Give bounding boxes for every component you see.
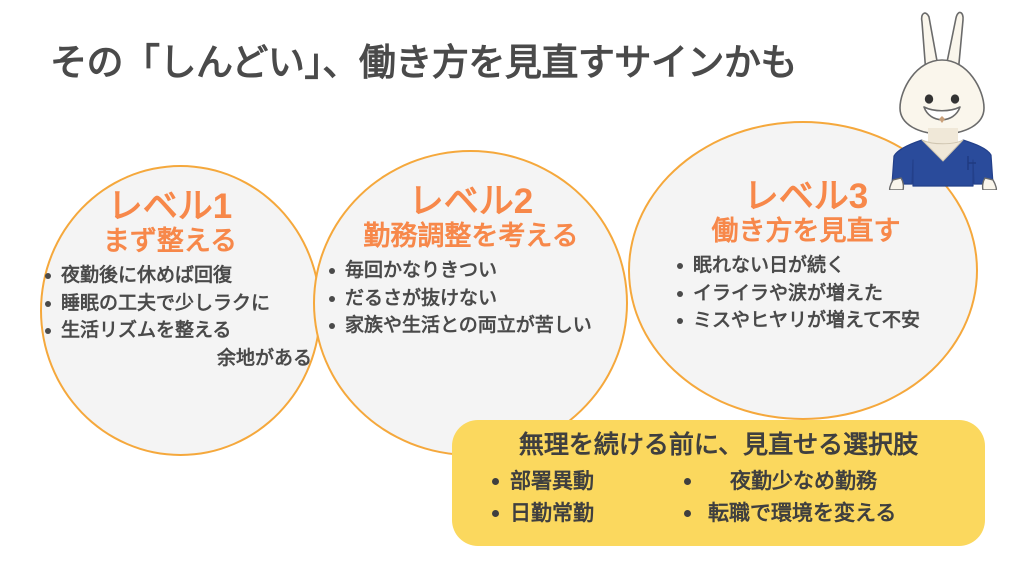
options-column-right: 夜勤少なめ勤務 転職で環境を変える — [674, 466, 964, 530]
level-2-heading: レベル2 — [408, 182, 534, 221]
level-1-subheading: まず整える — [102, 226, 238, 257]
rabbit-vneck — [921, 139, 964, 162]
level-2-subheading: 勤務調整を考える — [363, 221, 579, 252]
bullet-text: 家族や生活との両立が苦しい — [345, 315, 592, 337]
list-item: 眠れない日が続く — [674, 252, 980, 280]
options-box-title: 無理を続ける前に、見直せる選択肢 — [518, 431, 919, 459]
rabbit-left-paw — [888, 177, 905, 190]
list-item: イライラや涙が増えた — [674, 280, 980, 308]
level-3-content: レベル3 働き方を見直す 眠れない日が続く イライラや涙が増えた ミスやヒヤリが… — [632, 178, 980, 335]
bullet-text: 眠れない日が続く — [693, 255, 846, 277]
option-text: 部署異動 — [510, 470, 594, 493]
list-item: 睡眠の工夫で少しラクに — [42, 290, 320, 318]
bullet-text: 夜勤後に休めば回復 — [61, 265, 233, 287]
level-3-bullet-list: 眠れない日が続く イライラや涙が増えた ミスやヒヤリが増えて不安 — [674, 252, 980, 335]
rabbit-neck — [928, 128, 958, 144]
rabbit-pocket — [967, 156, 976, 170]
level-1-heading: レベル1 — [107, 187, 233, 226]
list-item: 夜勤少なめ勤務 — [674, 466, 964, 498]
list-item: 生活リズムを整える 余地がある — [42, 317, 320, 372]
list-item: だるさが抜けない — [326, 285, 630, 313]
bullet-text: イライラや涙が増えた — [693, 282, 884, 304]
bullet-text: 毎回かなりきつい — [345, 260, 498, 282]
bullet-text: 睡眠の工夫で少しラクに — [61, 292, 271, 314]
level-3-subheading: 働き方を見直す — [711, 216, 901, 247]
list-item: 日勤常勤 — [486, 498, 674, 530]
options-column-left: 部署異動 日勤常勤 — [486, 466, 674, 530]
list-item: 部署異動 — [486, 466, 674, 498]
options-grid: 部署異動 日勤常勤 夜勤少なめ勤務 転職で環境を変える — [452, 466, 985, 530]
options-callout-box: 無理を続ける前に、見直せる選択肢 部署異動 日勤常勤 夜勤少なめ勤務 転職で環境… — [452, 420, 985, 546]
level-2-content: レベル2 勤務調整を考える 毎回かなりきつい だるさが抜けない 家族や生活との両… — [312, 183, 630, 340]
level-circle-2 — [313, 150, 628, 456]
level-3-heading: レベル3 — [743, 177, 869, 216]
rabbit-nose — [939, 116, 945, 123]
level-1-bullet-list: 夜勤後に休めば回復 睡眠の工夫で少しラクに 生活リズムを整える 余地がある — [42, 262, 320, 372]
option-text: 日勤常勤 — [510, 501, 594, 525]
option-text: 夜勤少なめ勤務 — [730, 470, 877, 493]
bullet-text: 生活リズムを整える — [61, 320, 232, 342]
list-item: 夜勤後に休めば回復 — [42, 262, 320, 290]
level-2-bullet-list: 毎回かなりきつい だるさが抜けない 家族や生活との両立が苦しい — [326, 257, 630, 340]
level-circle-1 — [40, 165, 321, 456]
page-title: その「しんどい」、働き方を見直すサインかも — [50, 42, 797, 83]
list-item: 家族や生活との両立が苦しい — [326, 312, 630, 340]
bullet-text: ミスやヒヤリが増えて不安 — [693, 310, 921, 332]
level-1-content: レベル1 まず整える 夜勤後に休めば回復 睡眠の工夫で少しラクに 生活リズムを整… — [20, 188, 320, 373]
list-item: 毎回かなりきつい — [326, 257, 630, 285]
list-item: 転職で環境を変える — [674, 498, 964, 530]
bullet-text: だるさが抜けない — [345, 287, 498, 309]
rabbit-scrub-top — [891, 139, 994, 187]
rabbit-right-paw — [981, 177, 998, 190]
list-item: ミスやヒヤリが増えて不安 — [674, 307, 980, 335]
rabbit-mouth — [923, 106, 961, 121]
rabbit-nurse-icon — [888, 11, 998, 190]
bullet-text-continuation: 余地がある — [216, 347, 312, 369]
option-text: 転職で環境を変える — [708, 501, 897, 525]
rabbit-left-eye — [924, 94, 934, 104]
rabbit-right-eye — [950, 94, 960, 104]
